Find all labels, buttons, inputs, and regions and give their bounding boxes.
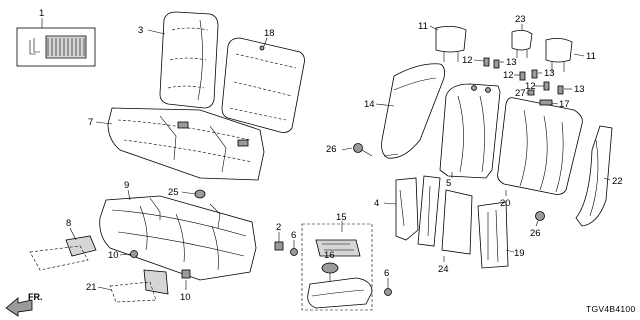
callout-17: 17	[559, 99, 570, 110]
part-26-bolt-a	[353, 143, 373, 157]
callout-12a: 12	[462, 55, 473, 66]
part-19-panel	[477, 201, 509, 269]
callout-6a: 6	[291, 230, 296, 241]
callout-13c: 13	[574, 84, 585, 95]
callout-20: 20	[500, 198, 511, 209]
part-10-grommet-a	[130, 250, 138, 258]
part-6-nut-b	[384, 288, 392, 296]
part-1-clip-set	[16, 27, 96, 67]
callout-4: 4	[374, 198, 379, 209]
callout-7: 7	[88, 117, 93, 128]
part-6-nut-a	[290, 248, 298, 256]
part-11-headrest-right	[545, 38, 573, 72]
callout-8: 8	[66, 218, 71, 229]
part-14-side-bolster	[381, 63, 445, 159]
part-24-panel	[441, 189, 473, 255]
callout-23: 23	[515, 14, 526, 25]
part-27-clip	[527, 89, 535, 96]
part-5-seat-back-center	[439, 83, 501, 179]
callout-10a: 10	[108, 250, 119, 261]
callout-25: 25	[168, 187, 179, 198]
callout-13a: 13	[506, 57, 517, 68]
forward-arrow-icon	[5, 297, 33, 317]
part-20-seat-back-main	[497, 97, 583, 195]
callout-11a: 11	[418, 21, 428, 32]
callout-5: 5	[446, 178, 451, 189]
callout-11b: 11	[586, 51, 596, 62]
callout-21: 21	[86, 282, 97, 293]
part-8-bracket	[29, 235, 97, 271]
part-17-tag	[539, 99, 553, 106]
part-26-bolt-b	[535, 211, 545, 221]
callout-12b: 12	[503, 70, 514, 81]
part-25-clip	[194, 189, 221, 229]
part-22-side-bolster-right	[575, 125, 613, 227]
forward-label: FR.	[28, 292, 43, 302]
callout-6b: 6	[384, 268, 389, 279]
callout-15: 15	[336, 212, 347, 223]
callout-18: 18	[264, 28, 275, 39]
part-12-guide-b	[519, 71, 526, 81]
part-13-guide-c	[557, 85, 564, 95]
callout-2: 2	[276, 222, 281, 233]
part-12-guide-a	[483, 57, 490, 67]
part-13-guide-a	[493, 59, 500, 69]
part-2-bolt	[274, 241, 284, 251]
callout-14: 14	[364, 99, 375, 110]
callout-13b: 13	[544, 68, 555, 79]
callout-27: 27	[515, 88, 526, 99]
part-18-seat-back-right	[221, 37, 305, 133]
callout-10b: 10	[180, 292, 191, 303]
part-4-trim	[395, 175, 441, 247]
part-armrest-body	[307, 277, 373, 309]
callout-22: 22	[612, 176, 623, 187]
callout-9: 9	[124, 180, 129, 191]
callout-24: 24	[438, 264, 449, 275]
callout-19: 19	[514, 248, 525, 259]
part-9-seat-cushion	[99, 195, 257, 281]
part-10-grommet-b	[181, 269, 191, 279]
callout-3: 3	[138, 25, 143, 36]
part-21-bracket	[109, 269, 169, 303]
callout-26a: 26	[326, 144, 337, 155]
part-3-seat-back-left	[159, 11, 219, 109]
callout-1: 1	[39, 8, 44, 19]
part-23-headrest-center	[511, 30, 533, 58]
callout-16: 16	[324, 250, 335, 261]
part-11-headrest-left	[435, 26, 467, 62]
part-7-seat-cushion-frame	[107, 107, 265, 181]
part-15-armrest-box	[301, 223, 373, 311]
part-12-guide-c	[543, 81, 550, 91]
part-13-guide-b	[531, 69, 538, 79]
callout-12c: 12	[525, 81, 536, 92]
callout-26b: 26	[530, 228, 541, 239]
diagram-code: TGV4B4100	[586, 304, 635, 314]
part-16-armrest-cup	[321, 262, 339, 274]
